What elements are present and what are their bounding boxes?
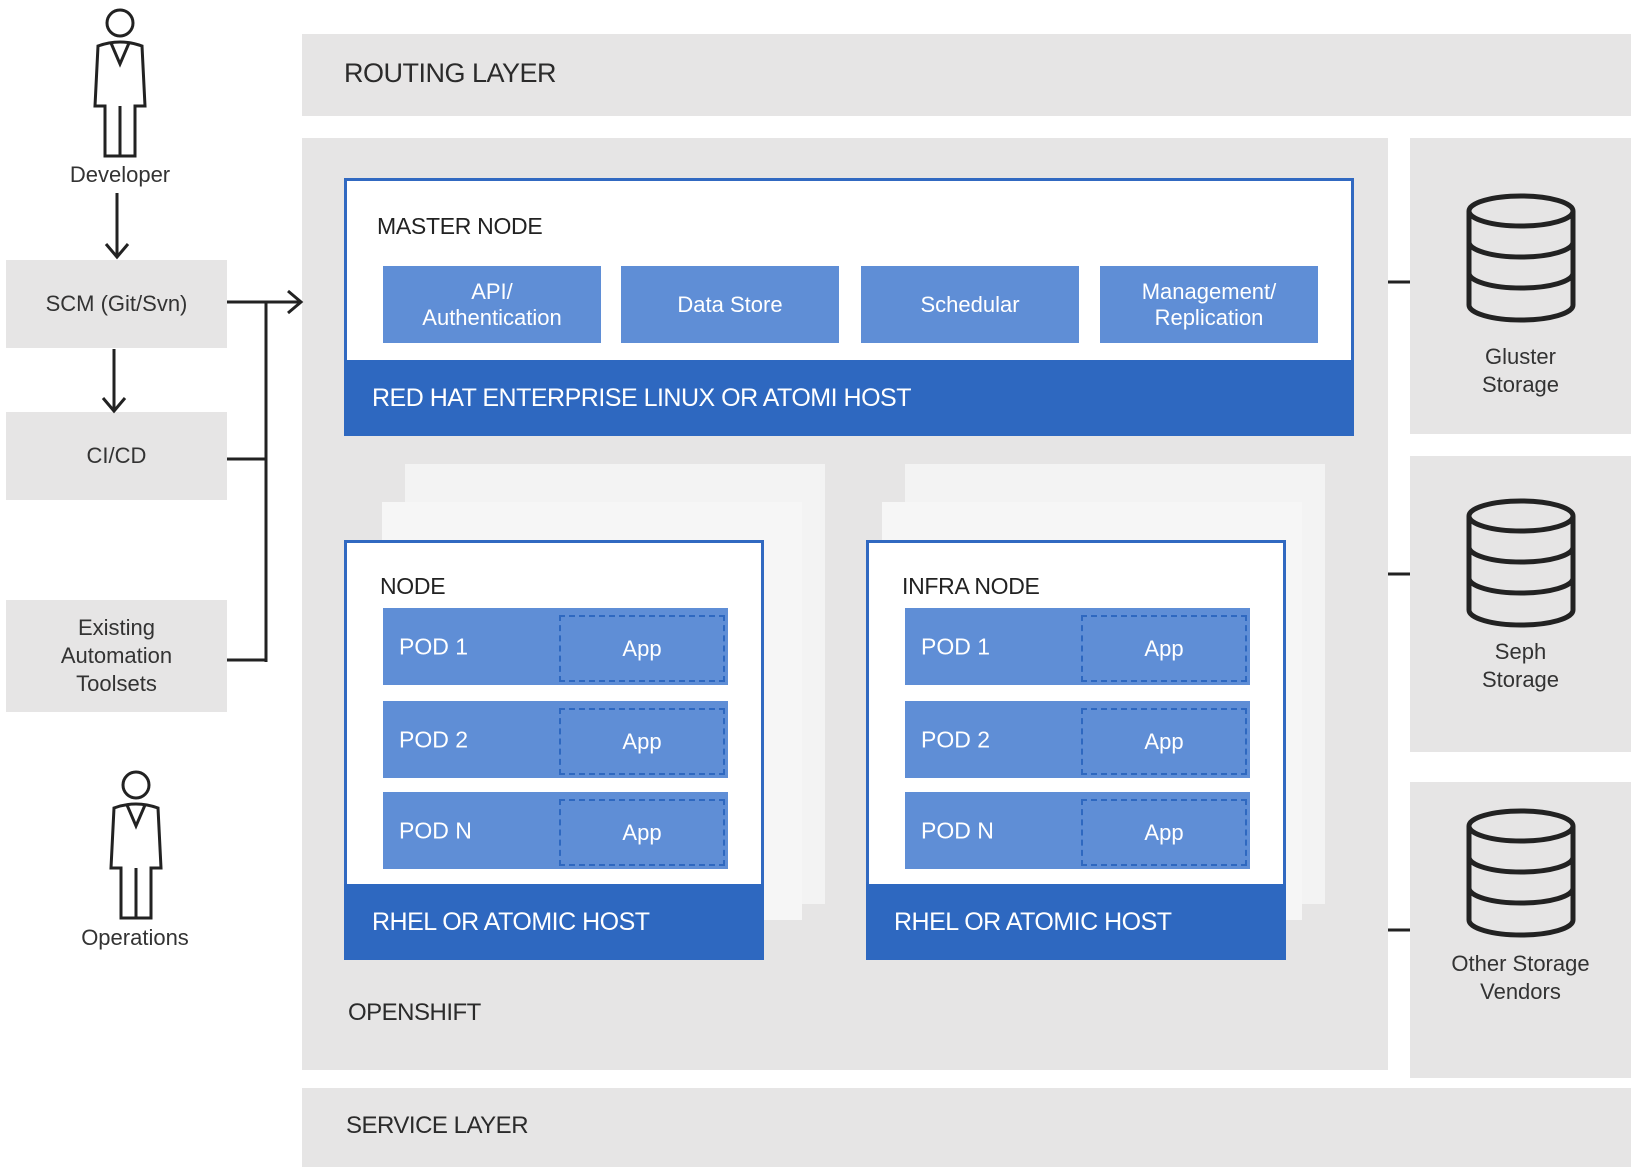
operations-icon bbox=[109, 770, 163, 920]
infra-host-label: RHEL OR ATOMIC HOST bbox=[894, 907, 1172, 936]
worker-node: NODE POD 1 App POD 2 App POD N App RHEL … bbox=[344, 540, 764, 960]
cicd-box: CI/CD bbox=[6, 412, 227, 500]
storage-label: Other Storage bbox=[1451, 951, 1590, 976]
pod: POD 2 App bbox=[383, 701, 728, 778]
storage-seph: Seph Storage bbox=[1410, 456, 1631, 752]
pod: POD 1 App bbox=[905, 608, 1250, 685]
service-layer: SERVICE LAYER bbox=[302, 1088, 1631, 1167]
openshift-label: OPENSHIFT bbox=[348, 999, 481, 1026]
node-title: NODE bbox=[380, 573, 446, 599]
node-host-bar: RHEL OR ATOMIC HOST bbox=[344, 884, 764, 960]
storage-label: Storage bbox=[1481, 372, 1560, 397]
storage-label: Gluster bbox=[1485, 344, 1556, 369]
pod: POD 2 App bbox=[905, 701, 1250, 778]
developer-label: Developer bbox=[69, 162, 171, 187]
infra-host-bar: RHEL OR ATOMIC HOST bbox=[866, 884, 1286, 960]
storage-gluster: Gluster Storage bbox=[1410, 138, 1631, 434]
service-management-replication: Management/Replication bbox=[1100, 266, 1318, 343]
database-icon bbox=[1466, 808, 1575, 938]
cicd-label: CI/CD bbox=[86, 443, 147, 468]
pod: POD N App bbox=[383, 792, 728, 869]
master-node-title: MASTER NODE bbox=[377, 213, 543, 239]
service-data-store: Data Store bbox=[621, 266, 839, 343]
service-api-authentication: API/Authentication bbox=[383, 266, 601, 343]
routing-layer-label: ROUTING LAYER bbox=[344, 58, 557, 88]
routing-layer: ROUTING LAYER bbox=[302, 34, 1631, 116]
scm-label: SCM (Git/Svn) bbox=[45, 291, 188, 316]
master-node: MASTER NODE API/Authentication Data Stor… bbox=[344, 178, 1354, 436]
infra-node-title: INFRA NODE bbox=[902, 573, 1040, 599]
existing-automation-box: Existing Automation Toolsets bbox=[6, 600, 227, 712]
app-container: App bbox=[559, 799, 725, 866]
app-container: App bbox=[1081, 615, 1247, 682]
existing-label: Automation bbox=[60, 643, 173, 668]
pod: POD N App bbox=[905, 792, 1250, 869]
app-container: App bbox=[559, 708, 725, 775]
app-container: App bbox=[559, 615, 725, 682]
storage-other: Other Storage Vendors bbox=[1410, 782, 1631, 1078]
node-host-label: RHEL OR ATOMIC HOST bbox=[372, 907, 650, 936]
infra-node: INFRA NODE POD 1 App POD 2 App POD N App… bbox=[866, 540, 1286, 960]
existing-label: Existing bbox=[77, 615, 156, 640]
database-icon bbox=[1466, 498, 1575, 628]
app-container: App bbox=[1081, 799, 1247, 866]
existing-label: Toolsets bbox=[76, 671, 157, 696]
master-host-bar: RED HAT ENTERPRISE LINUX OR ATOMI HOST bbox=[344, 360, 1354, 436]
pod: POD 1 App bbox=[383, 608, 728, 685]
storage-label: Storage bbox=[1481, 667, 1560, 692]
storage-label: Seph bbox=[1494, 639, 1547, 664]
operations-label: Operations bbox=[81, 925, 189, 950]
developer-icon bbox=[93, 8, 147, 158]
storage-label: Vendors bbox=[1480, 979, 1561, 1004]
scm-box: SCM (Git/Svn) bbox=[6, 260, 227, 348]
master-host-label: RED HAT ENTERPRISE LINUX OR ATOMI HOST bbox=[372, 383, 911, 412]
database-icon bbox=[1466, 193, 1575, 323]
service-schedular: Schedular bbox=[861, 266, 1079, 343]
service-layer-label: SERVICE LAYER bbox=[346, 1112, 529, 1139]
app-container: App bbox=[1081, 708, 1247, 775]
